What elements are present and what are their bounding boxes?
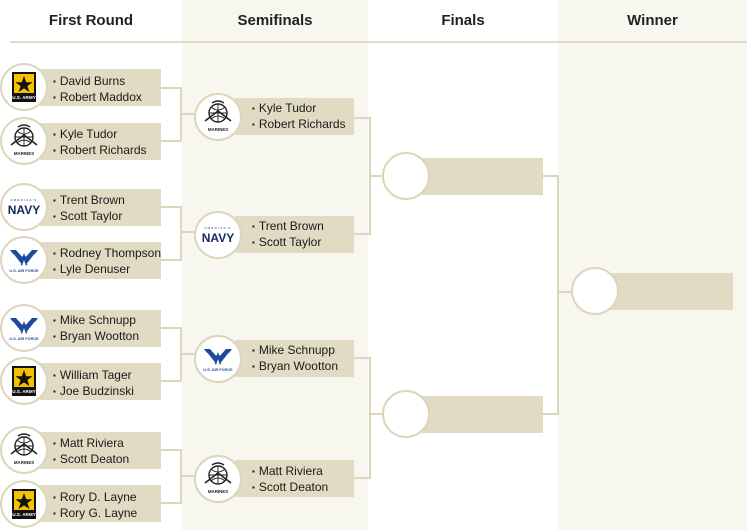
player-name: Robert Richards (53, 143, 147, 159)
air-force-logo: U.S. AIR FORCE (194, 335, 242, 383)
player-name: Rodney Thompson (53, 246, 161, 262)
svg-text:NAVY: NAVY (8, 203, 40, 217)
player-name: Scott Deaton (252, 480, 328, 496)
player-name: Kyle Tudor (53, 127, 147, 143)
player-name: Mike Schnupp (252, 343, 338, 359)
marines-logo: MARINES (0, 426, 48, 474)
player-name: Kyle Tudor (252, 101, 346, 117)
svg-text:MARINES: MARINES (208, 489, 228, 494)
player-name: David Burns (53, 74, 142, 90)
finals-slot-1 (420, 158, 543, 195)
svg-text:NAVY: NAVY (202, 231, 234, 245)
air-force-logo: U.S. AIR FORCE (0, 304, 48, 352)
finals-empty-slot-1 (382, 152, 430, 200)
player-name: William Tager (53, 368, 134, 384)
first-round-names-4: Rodney Thompson Lyle Denuser (53, 246, 161, 278)
first-round-names-5: Mike Schnupp Bryan Wootton (53, 313, 139, 345)
winner-slot (610, 273, 733, 310)
army-logo: U.S. ARMY (0, 480, 48, 528)
marines-logo: MARINES (194, 93, 242, 141)
header-semifinals: Semifinals (237, 12, 313, 29)
player-name: Scott Taylor (252, 235, 324, 251)
player-name: Robert Richards (252, 117, 346, 133)
player-name: Rory D. Layne (53, 490, 137, 506)
first-round-names-2: Kyle Tudor Robert Richards (53, 127, 147, 159)
finals-empty-slot-2 (382, 390, 430, 438)
header-divider (10, 41, 747, 43)
first-round-names-3: Trent Brown Scott Taylor (53, 193, 125, 225)
player-name: Rory G. Layne (53, 506, 137, 522)
player-name: Mike Schnupp (53, 313, 139, 329)
header-finals: Finals (441, 12, 485, 29)
semifinal-names-1: Kyle Tudor Robert Richards (252, 101, 346, 133)
player-name: Matt Riviera (53, 436, 129, 452)
svg-text:MARINES: MARINES (208, 127, 228, 132)
first-round-names-6: William Tager Joe Budzinski (53, 368, 134, 400)
svg-text:U.S. AIR FORCE: U.S. AIR FORCE (9, 337, 39, 341)
semifinals-column-bg (182, 0, 368, 530)
player-name: Robert Maddox (53, 90, 142, 106)
svg-text:AMERICA'S: AMERICA'S (10, 198, 37, 202)
svg-text:MARINES: MARINES (14, 460, 34, 465)
first-round-names-1: David Burns Robert Maddox (53, 74, 142, 106)
first-round-names-7: Matt Riviera Scott Deaton (53, 436, 129, 468)
svg-text:U.S. ARMY: U.S. ARMY (12, 389, 36, 394)
svg-text:U.S. ARMY: U.S. ARMY (12, 95, 36, 100)
semifinal-names-2: Trent Brown Scott Taylor (252, 219, 324, 251)
header-first-round: First Round (48, 12, 134, 29)
navy-logo: AMERICA'S NAVY (0, 183, 48, 231)
player-name: Matt Riviera (252, 464, 328, 480)
semifinal-names-4: Matt Riviera Scott Deaton (252, 464, 328, 496)
player-name: Trent Brown (53, 193, 125, 209)
svg-text:U.S. AIR FORCE: U.S. AIR FORCE (9, 269, 39, 273)
marines-logo: MARINES (194, 455, 242, 503)
semifinal-names-3: Mike Schnupp Bryan Wootton (252, 343, 338, 375)
svg-text:U.S. ARMY: U.S. ARMY (12, 512, 36, 517)
player-name: Bryan Wootton (53, 329, 139, 345)
player-name: Lyle Denuser (53, 262, 161, 278)
svg-text:MARINES: MARINES (14, 151, 34, 156)
marines-logo: MARINES (0, 117, 48, 165)
player-name: Trent Brown (252, 219, 324, 235)
first-round-names-8: Rory D. Layne Rory G. Layne (53, 490, 137, 522)
winner-column-bg (558, 0, 747, 530)
army-logo: U.S. ARMY (0, 357, 48, 405)
player-name: Joe Budzinski (53, 384, 134, 400)
finals-slot-2 (420, 396, 543, 433)
player-name: Scott Taylor (53, 209, 125, 225)
air-force-logo: U.S. AIR FORCE (0, 236, 48, 284)
svg-text:U.S. AIR FORCE: U.S. AIR FORCE (203, 368, 233, 372)
army-logo: U.S. ARMY (0, 63, 48, 111)
player-name: Bryan Wootton (252, 359, 338, 375)
navy-logo: AMERICA'S NAVY (194, 211, 242, 259)
winner-empty-slot (571, 267, 619, 315)
svg-text:AMERICA'S: AMERICA'S (204, 226, 231, 230)
header-winner: Winner (627, 12, 678, 29)
player-name: Scott Deaton (53, 452, 129, 468)
